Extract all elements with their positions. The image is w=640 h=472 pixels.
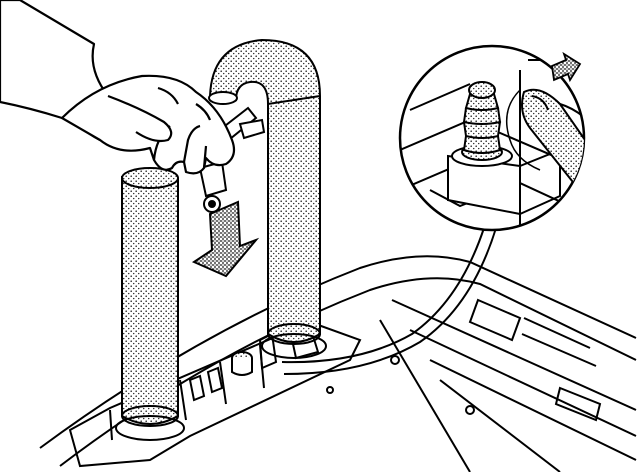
left-hose xyxy=(115,167,185,441)
right-hose xyxy=(208,38,327,359)
drain-plug xyxy=(231,351,253,376)
ribbed-plug xyxy=(461,81,503,161)
arrow-right-icon xyxy=(551,51,582,83)
technician-hand xyxy=(0,0,236,175)
detail-view xyxy=(398,44,586,232)
finger xyxy=(521,88,584,198)
hose-housing xyxy=(68,320,362,468)
arrow-down-icon xyxy=(191,200,260,278)
callout-leader xyxy=(281,227,497,375)
